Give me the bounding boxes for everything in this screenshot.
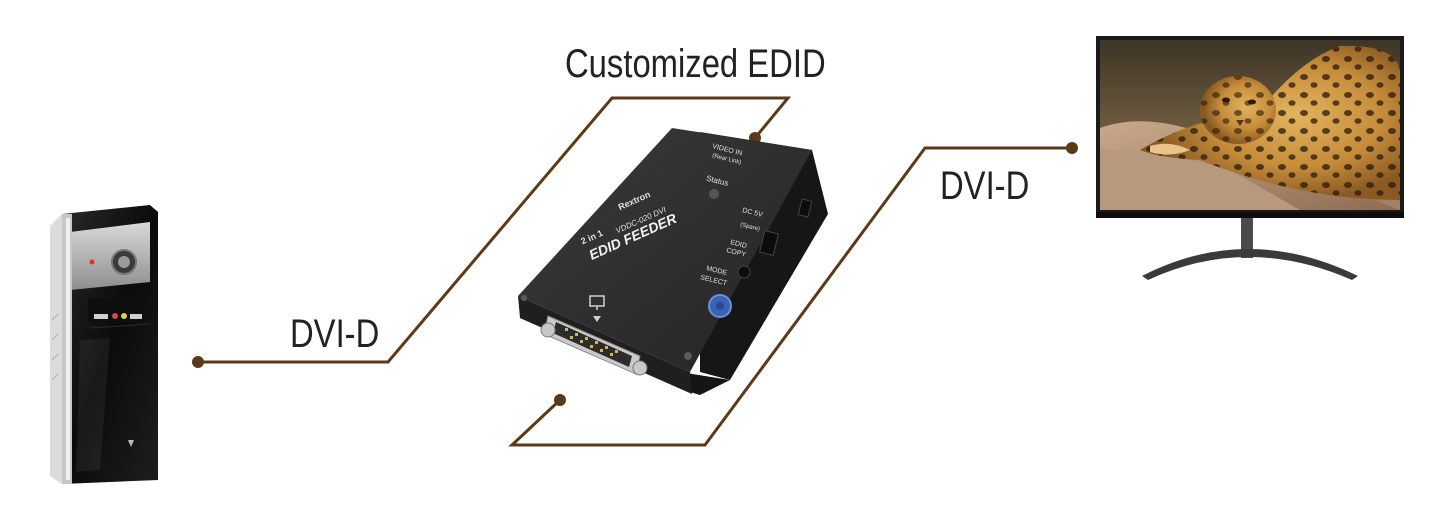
line-dvi-out — [508, 146, 1072, 447]
monitor-screen — [1100, 40, 1400, 210]
monitor-base — [1142, 249, 1358, 280]
edid-copy-label-1: EDID — [730, 239, 748, 250]
dc-label: DC 5V — [742, 207, 764, 219]
monitor — [1096, 36, 1404, 280]
monitor-neck — [1241, 216, 1253, 258]
label-dvi-left: DVI-D — [290, 312, 380, 356]
connector-dot-device-out — [554, 394, 566, 406]
connector-lines — [192, 96, 1078, 447]
dc-jack — [758, 230, 780, 256]
monitor-icon — [589, 295, 605, 322]
label-dvi-right: DVI-D — [940, 164, 1030, 208]
connector-dot-pc — [192, 356, 204, 368]
edid-copy-button[interactable] — [737, 265, 751, 279]
tower-top-panel — [70, 222, 150, 290]
mode-select-label-1: MODE — [706, 265, 728, 277]
status-led — [709, 189, 719, 199]
edid-copy-label-2: COPY — [726, 247, 747, 259]
dvi-port — [540, 315, 648, 376]
edid-feeder-device: Rextron 2 in 1 VDDC-020 DVI EDID FEEDER … — [518, 128, 828, 395]
device-top-face — [518, 128, 812, 372]
pc-tower — [50, 205, 158, 484]
usb-icon — [94, 314, 108, 319]
line-customized-edid — [198, 96, 792, 364]
connector-dot-monitor — [1066, 142, 1078, 154]
dc-sublabel: (Spare) — [740, 222, 761, 233]
label-customized-edid: Customized EDID — [565, 42, 826, 86]
